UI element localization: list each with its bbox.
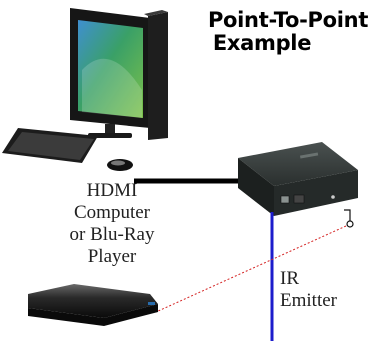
ir-signal-beam: [155, 225, 347, 313]
source-label-line: or Blu-Ray: [69, 224, 155, 245]
ir-emitter-lead: [344, 209, 351, 222]
monitor-icon: [70, 8, 150, 138]
computer-tower-icon: [144, 10, 168, 140]
diagram-title-line-2: Example: [212, 31, 312, 55]
mouse-icon: [107, 159, 133, 171]
source-label-line: Computer: [74, 202, 150, 223]
receiver-box-icon: [238, 142, 358, 216]
blu-ray-player-icon: [28, 284, 158, 326]
source-device-label: HDMI Computer or Blu-Ray Player: [52, 180, 172, 268]
ir-emitter-tip-icon: [346, 220, 354, 228]
source-label-line: Player: [87, 246, 137, 267]
ir-label-line: Emitter: [280, 290, 337, 311]
source-label-line: HDMI: [86, 180, 138, 201]
keyboard-icon: [2, 128, 98, 163]
ir-label-line: IR: [280, 268, 299, 289]
ir-emitter-label: IR Emitter: [280, 268, 337, 312]
diagram-title-line-1: Point-To-Point: [207, 8, 368, 32]
